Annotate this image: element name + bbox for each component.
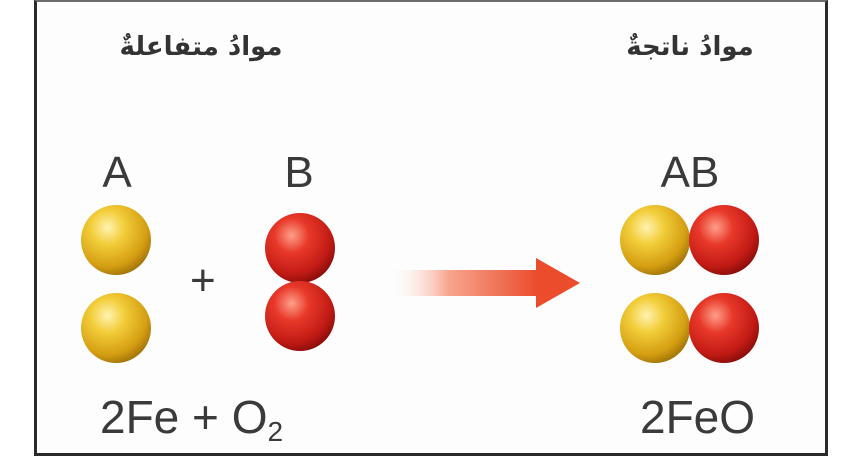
o-term: O	[231, 391, 268, 443]
fe-atom	[620, 205, 690, 275]
reaction-arrow-icon	[388, 258, 580, 308]
plus-sign: +	[190, 256, 216, 305]
o-subscript: 2	[267, 416, 284, 447]
products-heading: موادُ ناتجةٌ	[626, 32, 754, 62]
reactant-equation: 2Fe + O2	[100, 390, 283, 448]
reactant-b-label: B	[284, 148, 314, 197]
fe-term: 2Fe	[100, 391, 180, 443]
o-atom	[265, 213, 335, 283]
product-ab-label: AB	[660, 148, 720, 197]
product-equation: 2FeO	[640, 391, 756, 443]
o-atom	[689, 293, 759, 363]
fe-atom	[81, 293, 151, 363]
o-atom	[265, 281, 335, 351]
fe-atom	[620, 293, 690, 363]
o-atom	[689, 205, 759, 275]
fe-atom	[81, 205, 151, 275]
reactants-heading: موادُ متفاعلةٌ	[119, 32, 283, 62]
equation-plus: +	[192, 391, 219, 443]
reactant-a-label: A	[102, 148, 132, 197]
